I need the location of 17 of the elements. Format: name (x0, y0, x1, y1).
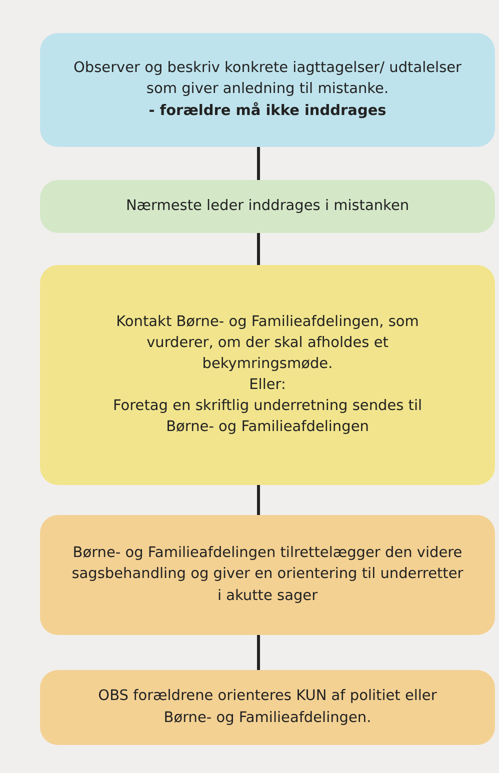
box-text: Observer og beskriv konkrete iagttagelser/ udtalelser som giver anledning til mistanke. (72, 59, 463, 100)
connector-line (257, 485, 260, 515)
box-text: Nærmeste leder inddrages i mistanken (126, 196, 410, 216)
process-box (40, 670, 495, 745)
connector-line (257, 233, 260, 265)
process-box (40, 265, 495, 485)
box-text: OBS forældrene orienteres KUN af politiet eller Børne- og Familieafdelingen. (98, 687, 438, 728)
process-box (40, 33, 495, 147)
box-text: Børne- og Familieafdelingen tilrettelægger den videre sagsbehandling og giver en orientering til underretter i akutte sager (70, 544, 464, 606)
connector-line (257, 147, 260, 180)
box-text: - forældre må ikke inddrages (148, 101, 386, 120)
process-box (40, 180, 495, 233)
connector-line (257, 635, 260, 670)
process-box (40, 515, 495, 635)
box-text: Foretag en skriftlig underretning sendes til Børne- og Familieafdelingen (112, 397, 424, 438)
box-text: Kontakt Børne- og Familieafdelingen, som vurderer, om der skal afholdes et bekymringsmøde. (115, 312, 420, 374)
box-text: Eller: (249, 376, 286, 395)
